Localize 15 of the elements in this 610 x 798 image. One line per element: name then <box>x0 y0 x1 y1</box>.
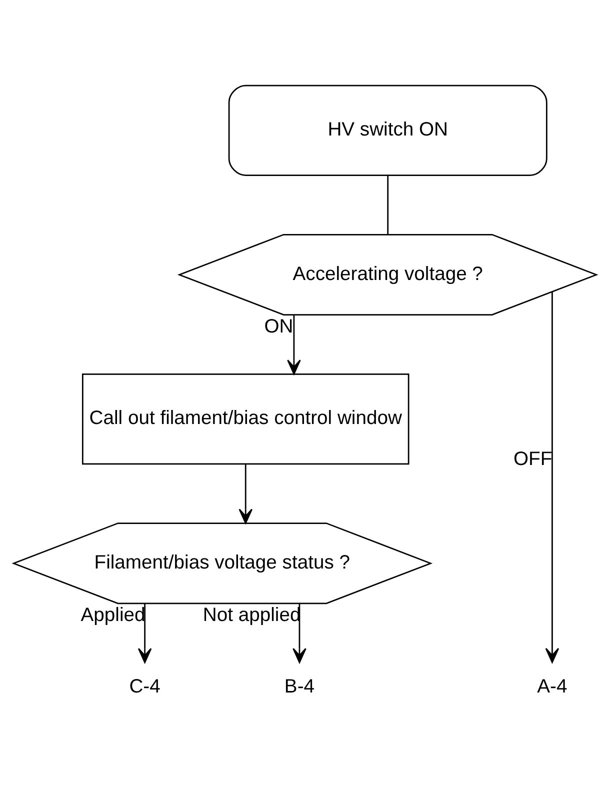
node-box: Call out filament/bias control window <box>82 373 410 465</box>
arrow <box>545 292 560 663</box>
node-box: HV switch ON <box>228 84 548 176</box>
edge-label: Applied <box>80 605 146 626</box>
edge-label: OFF <box>514 448 552 470</box>
node-text: A-4 <box>537 676 568 698</box>
arrow <box>238 464 253 524</box>
arrow <box>138 604 152 664</box>
arrow <box>292 604 306 664</box>
edge-label: ON <box>264 316 294 338</box>
arrow <box>287 314 301 375</box>
node-text: B-4 <box>284 676 315 698</box>
connector <box>387 176 389 234</box>
node-text: C-4 <box>129 676 160 698</box>
edge-label: Not applied <box>202 605 301 626</box>
